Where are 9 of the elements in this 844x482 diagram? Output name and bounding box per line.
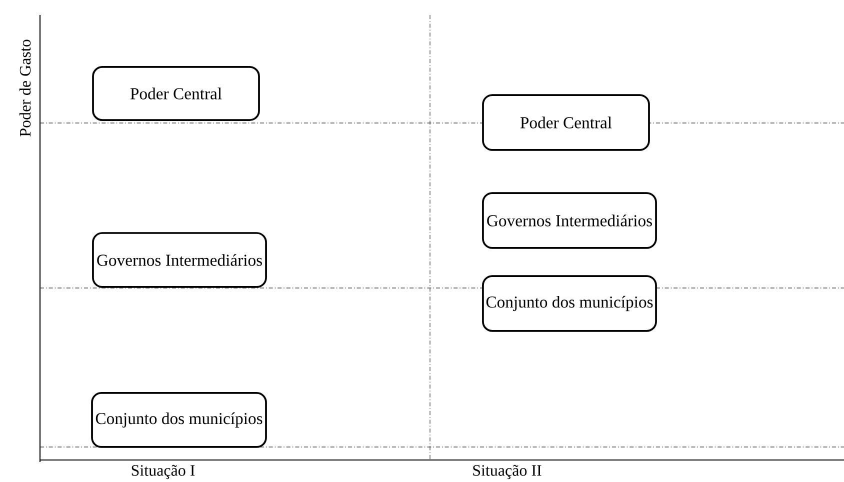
axis-label: Situação I [132,464,195,480]
rounded-box: Governos Intermediários [482,192,657,249]
rounded-box: Poder Central [92,66,260,121]
rounded-box: Conjunto dos municípios [482,275,657,332]
rounded-box: Poder Central [482,94,650,151]
axis-title: Poder de Gasto [19,40,31,136]
rounded-box: Governos Intermediários [92,232,267,288]
rounded-box: Conjunto dos municípios [91,392,267,448]
axis-label: Situação II [473,464,542,480]
